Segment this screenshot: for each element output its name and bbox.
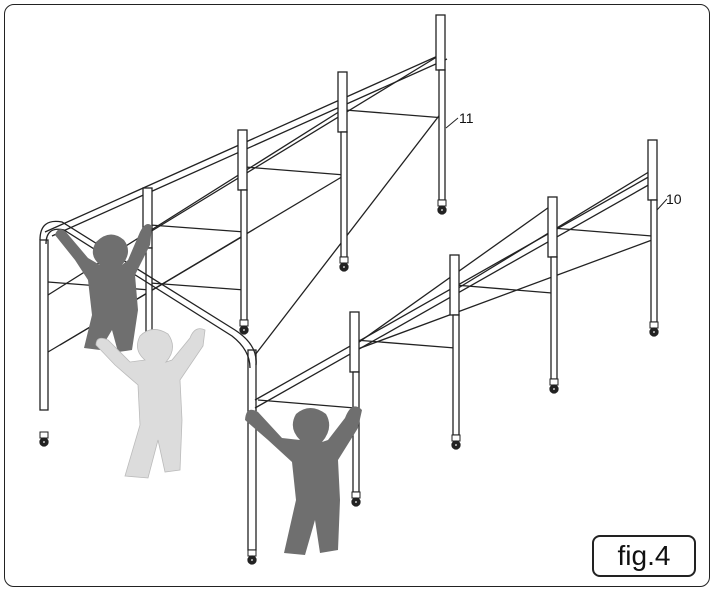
person-dark-right — [245, 406, 362, 555]
svg-text:10: 10 — [666, 191, 682, 207]
frame-11-arch — [39, 220, 257, 366]
figure-label: fig.4 — [592, 535, 696, 577]
frame-10 — [254, 139, 659, 507]
frame-11 — [39, 14, 448, 565]
frame-10-posts — [349, 139, 658, 493]
callout-11: 11 — [445, 110, 474, 129]
frame-11-posts — [39, 14, 446, 551]
person-light — [95, 328, 206, 479]
person-dark-left — [55, 224, 152, 352]
svg-text:11: 11 — [459, 110, 474, 126]
callout-10: 10 — [656, 191, 682, 211]
frame-10-crossbars — [257, 227, 653, 409]
diagram-frame — [4, 4, 710, 587]
